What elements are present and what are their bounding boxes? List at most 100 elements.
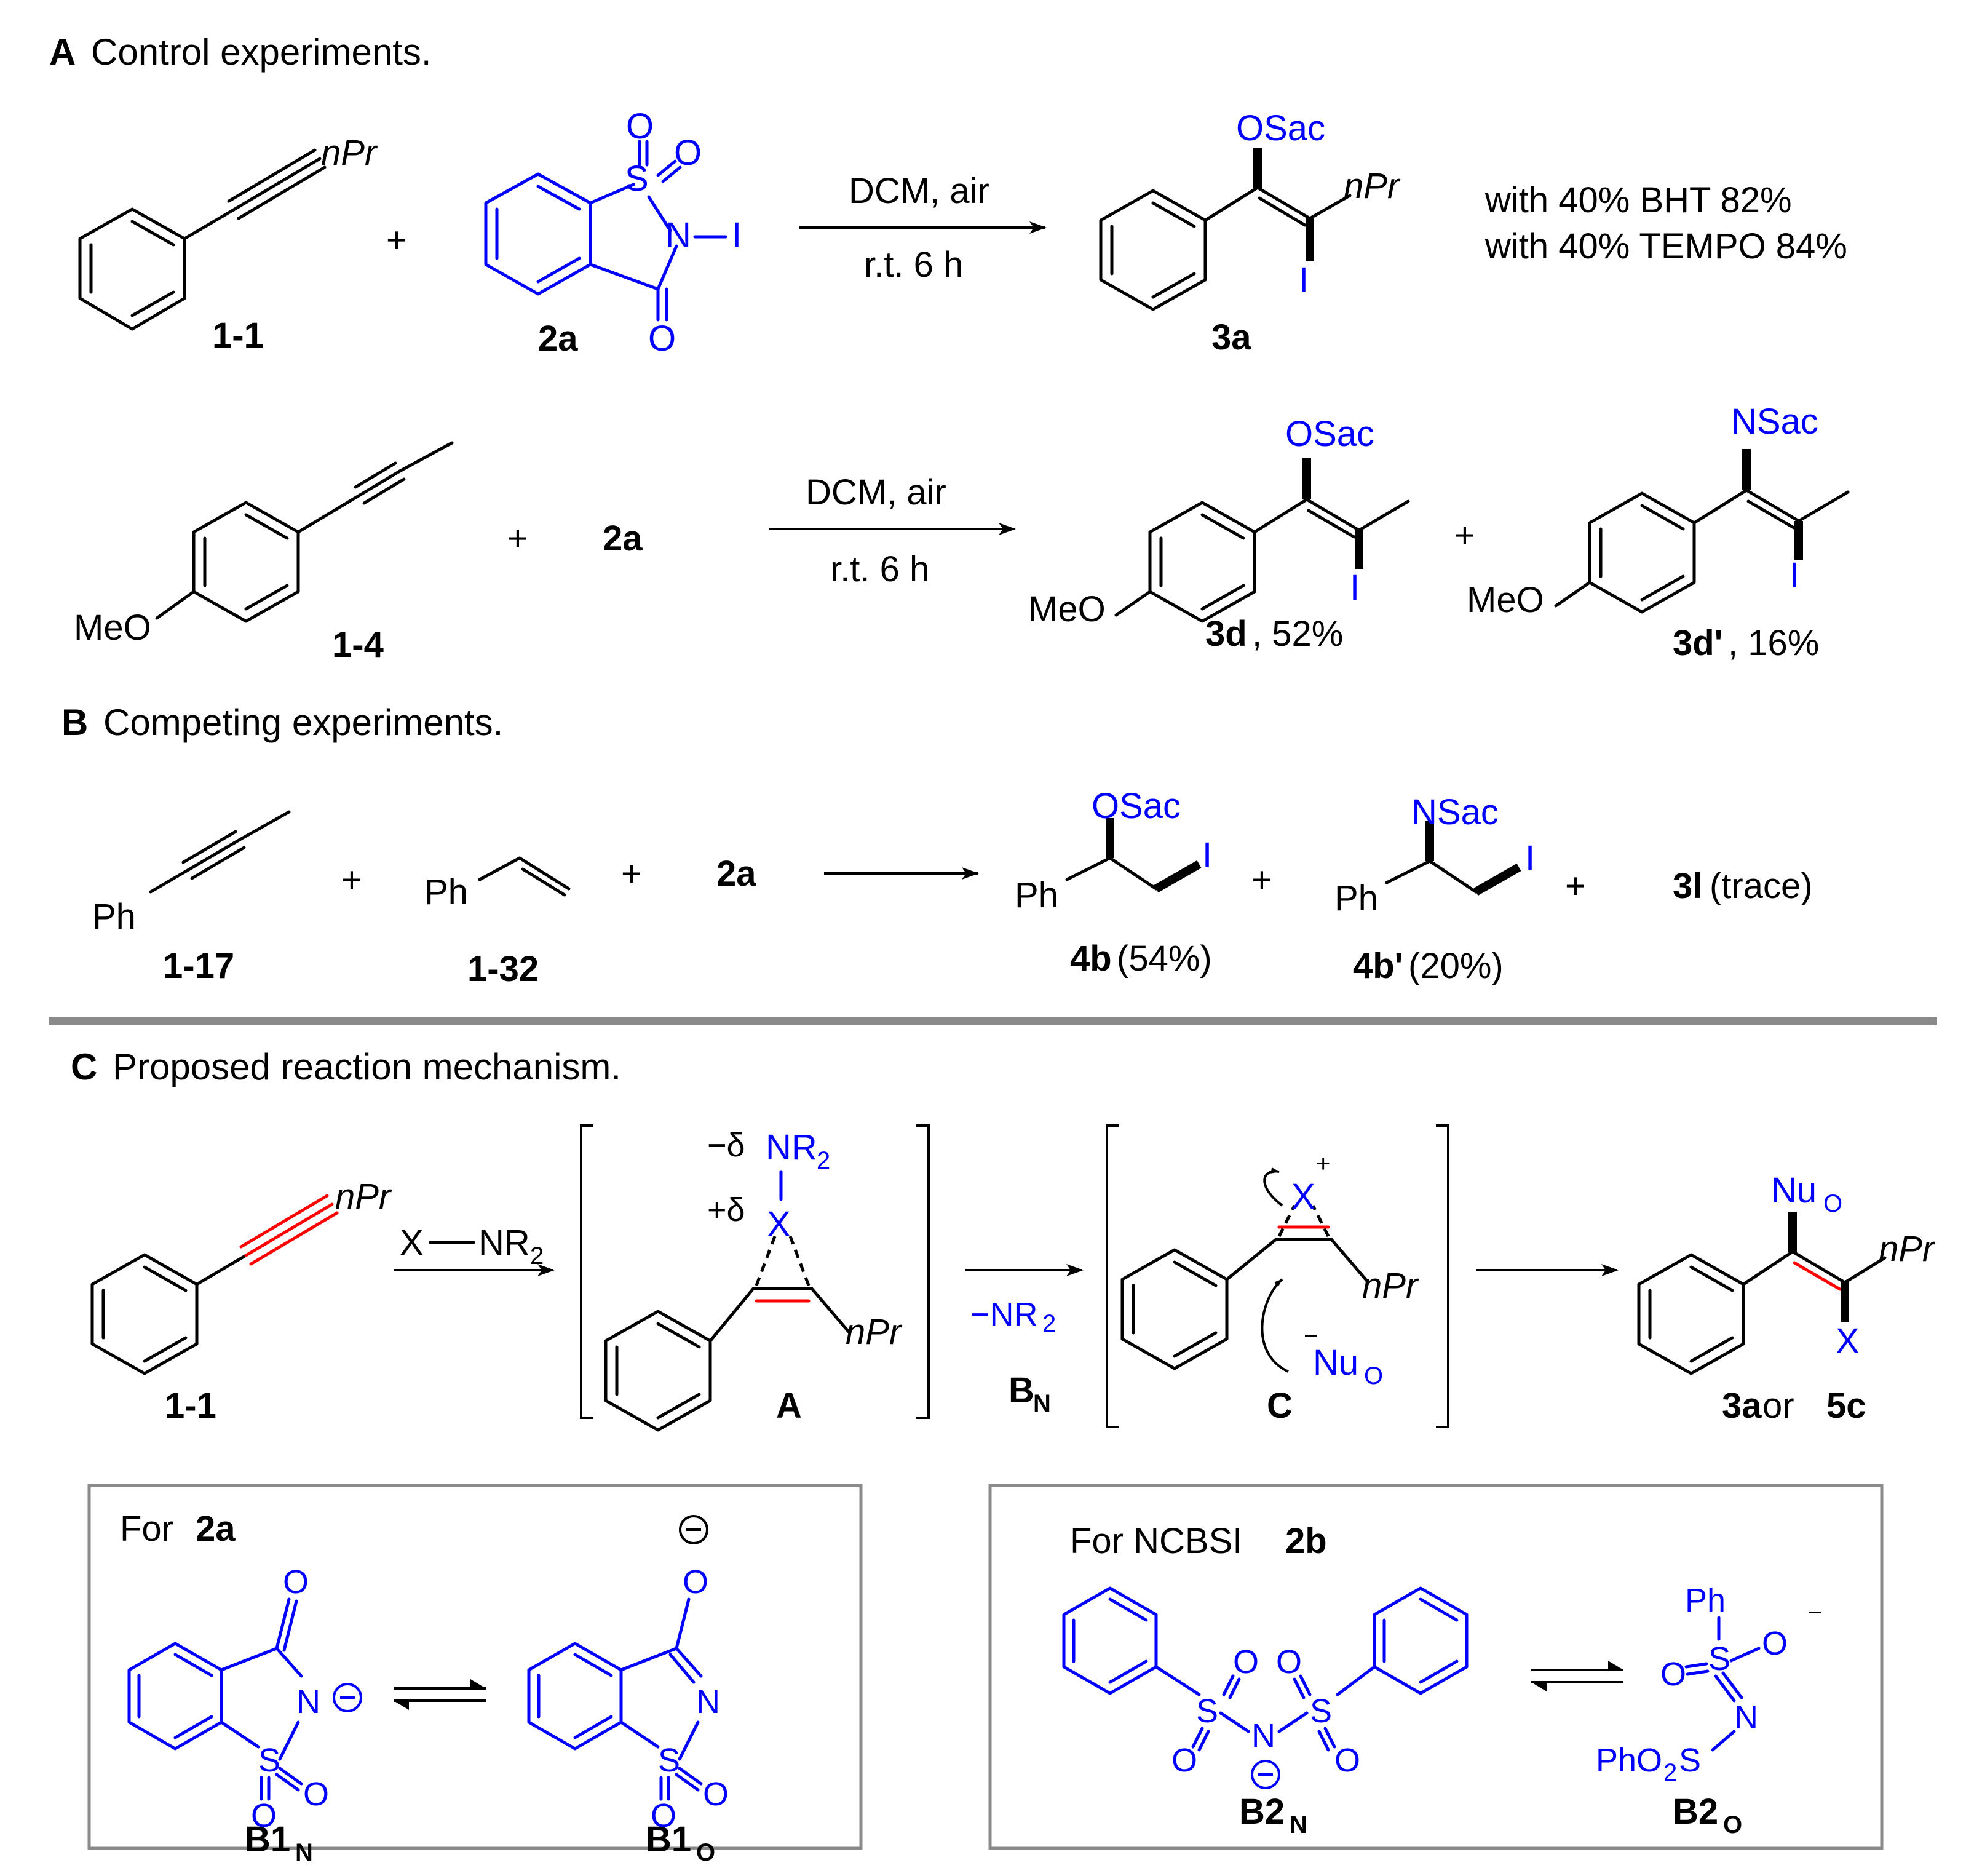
note-tempo: with 40% TEMPO 84% [1484,226,1847,266]
svg-text:O: O [648,319,676,359]
compound-1-1-a: nPr 1-1 [78,133,378,356]
svg-text:+: + [341,860,362,900]
box-2b: For NCBSI 2b S S O O O O N B2 N [988,1484,1884,1850]
label-B2N: B2 [1239,1792,1285,1832]
svg-text:PhO: PhO [1596,1742,1662,1779]
svg-text:r.t. 6 h: r.t. 6 h [830,549,929,589]
svg-text:MeO: MeO [1467,580,1544,620]
svg-text:(20%): (20%) [1408,946,1504,986]
svg-text:N: N [295,1839,313,1866]
svg-text:N: N [1734,1699,1758,1736]
compound-1-32: Ph 1-32 [424,856,571,989]
product-4b-prime: Ph NSac I 4b' (20%) [1334,792,1535,986]
svg-text:Control experiments.: Control experiments. [91,31,432,73]
section-c-heading: C Proposed reaction mechanism. [71,1046,621,1087]
svg-text:C: C [71,1046,97,1087]
svg-text:2: 2 [1663,1759,1677,1786]
svg-text:2: 2 [530,1242,544,1270]
svg-text:O: O [251,1797,277,1834]
svg-text:N: N [296,1683,320,1720]
svg-text:X: X [400,1223,424,1263]
svg-text:X: X [767,1204,791,1244]
svg-text:O: O [1723,1811,1742,1838]
svg-text:or: or [1762,1386,1794,1426]
svg-text:+: + [1251,860,1272,900]
label-2a-r2: 2a [603,519,643,558]
label-1-4: 1-4 [332,625,384,665]
svg-text:I: I [1525,838,1535,878]
svg-text:O: O [1233,1643,1259,1680]
label-3a: 3a [1211,317,1251,357]
svg-text:, 16%: , 16% [1728,623,1819,663]
svg-text:OSac: OSac [1236,108,1325,148]
svg-text:N: N [1290,1811,1307,1838]
svg-text:−: − [1808,1599,1822,1626]
svg-text:−: − [1304,1322,1318,1349]
svg-text:Ph: Ph [1685,1582,1726,1619]
product-3d: OSac I MeO 3d , 52% [1028,414,1410,654]
svg-text:Ph: Ph [1334,878,1378,918]
svg-text:O: O [626,106,654,146]
svg-text:nPr: nPr [335,1177,392,1217]
intermediate-A: X NR 2 −δ +δ nPr A [580,1124,930,1432]
svg-text:nPr: nPr [1362,1266,1419,1306]
svg-text:, 52%: , 52% [1252,614,1343,654]
svg-text:2: 2 [1042,1310,1056,1337]
svg-text:For NCBSI: For NCBSI [1070,1521,1242,1561]
label-3d: 3d [1205,614,1247,654]
section-a-heading: A Control experiments. [49,31,432,73]
svg-text:+: + [507,519,528,558]
svg-text:S: S [258,1742,280,1779]
svg-text:Nu: Nu [1313,1343,1358,1383]
label-B1N: B1 [245,1819,290,1859]
svg-text:Proposed reaction mechanism.: Proposed reaction mechanism. [113,1046,621,1087]
svg-text:S: S [658,1742,680,1779]
svg-text:O: O [1823,1190,1842,1217]
svg-text:nPr: nPr [1879,1229,1936,1269]
svg-text:O: O [683,1564,708,1600]
svg-text:2: 2 [817,1147,830,1174]
svg-text:S: S [1708,1640,1730,1677]
svg-text:MeO: MeO [1028,589,1106,629]
label-1-1-c: 1-1 [165,1386,216,1426]
svg-text:NR: NR [478,1223,530,1263]
label-2a: 2a [538,319,578,359]
subst-npr: nPr [321,133,378,173]
label-3l: 3l [1673,866,1702,906]
svg-text:+: + [1454,515,1475,555]
svg-text:O: O [1660,1656,1686,1693]
svg-text:S: S [625,159,649,199]
note-bht: with 40% BHT 82% [1484,180,1792,220]
svg-text:O: O [1276,1643,1302,1680]
conditions-1-top: DCM, air [849,171,989,211]
svg-text:5c: 5c [1826,1386,1866,1426]
label-B2O: B2 [1673,1792,1718,1832]
box-2a: For 2a O N S O O B1 N [87,1484,863,1866]
product-4b: Ph OSac I 4b (54%) [1015,786,1212,979]
label-1-32: 1-32 [467,949,539,989]
label-4b: 4b [1070,939,1112,979]
svg-text:O: O [303,1776,329,1813]
compound-1-1-c: nPr 1-1 [90,1177,392,1426]
svg-text:B: B [61,702,88,743]
compound-1-4: MeO 1-4 [74,441,454,665]
svg-text:2a: 2a [196,1509,236,1549]
svg-text:O: O [283,1564,309,1600]
svg-text:+: + [1565,866,1586,906]
svg-text:A: A [49,31,76,73]
svg-text:Ph: Ph [92,897,136,937]
svg-text:O: O [696,1839,715,1866]
svg-text:O: O [1762,1625,1788,1662]
svg-text:N: N [1033,1390,1051,1417]
svg-text:2b: 2b [1285,1521,1327,1561]
svg-text:NR: NR [766,1127,817,1167]
svg-text:X: X [1291,1177,1315,1217]
svg-text:MeO: MeO [74,608,151,648]
svg-text:(54%): (54%) [1117,939,1212,979]
svg-text:Competing experiments.: Competing experiments. [103,702,503,743]
svg-text:−NR: −NR [970,1296,1038,1333]
svg-text:O: O [1334,1742,1360,1779]
svg-text:OSac: OSac [1285,414,1374,454]
